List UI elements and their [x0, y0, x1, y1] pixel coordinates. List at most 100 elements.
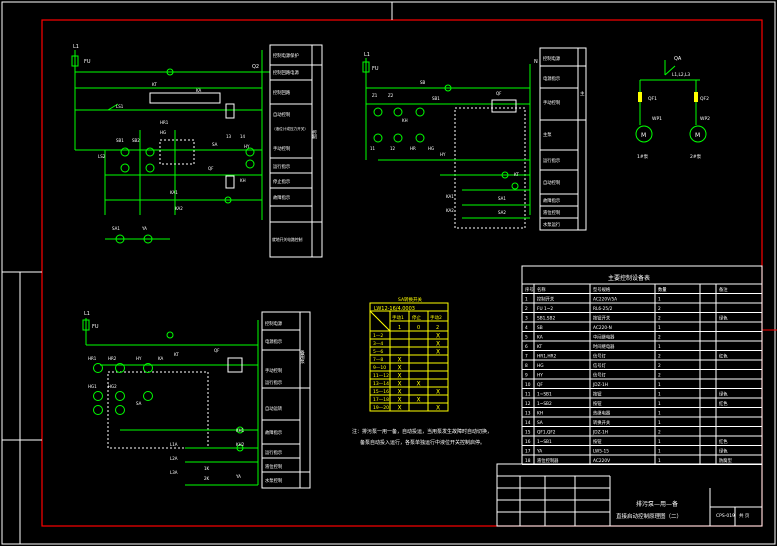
- legend-item: 水泵控制: [265, 477, 282, 484]
- device-label: SA1: [498, 196, 506, 201]
- table-cell: RL6-25/2: [593, 306, 613, 312]
- table-cell: 8: [525, 363, 528, 369]
- table-cell: 1: [658, 325, 661, 331]
- fuse-symbol: [362, 61, 370, 73]
- legend-box: [261, 311, 311, 489]
- table-cell: 按钮开关: [593, 315, 611, 322]
- legend-item: 电源指示: [543, 75, 561, 82]
- table-cell: 1: [658, 411, 661, 417]
- node-label-N: N: [534, 59, 538, 65]
- dashed-group: [454, 107, 526, 229]
- table-cell: 6: [525, 344, 528, 350]
- contact-pair: 19—20: [373, 405, 389, 411]
- relay-coil: [225, 175, 235, 189]
- contact-pair: 3—4: [373, 341, 383, 347]
- device-label: KT: [152, 82, 157, 87]
- motor-label: M: [641, 132, 646, 139]
- legend-item: 手动控制: [543, 99, 560, 106]
- device-label: SA1: [112, 226, 120, 231]
- legend-item: 自动运转: [265, 405, 283, 412]
- table-cell: 转换开关: [593, 419, 611, 426]
- table-cell: 信号灯: [593, 362, 607, 369]
- indicator-lamp: [245, 159, 255, 169]
- indicator-lamp: [236, 426, 244, 434]
- table-header-cell: 备注: [719, 286, 728, 293]
- device-label: 14: [240, 134, 246, 139]
- legend-item: 控制电源保护: [273, 52, 299, 59]
- device-label: KA: [196, 88, 202, 93]
- drawing-subtitle: 直接启动控制原理图（二）: [616, 512, 682, 520]
- breaker-label: QA: [674, 56, 682, 62]
- contact-mark: X: [436, 405, 440, 412]
- switch-subheader: 1: [398, 325, 401, 331]
- design-note: 注：排污泵一用一备，自动投运，当用泵发生故障时自动切换， 备泵自动投入运行，各泵…: [352, 428, 492, 446]
- contact-pair: 11—12: [373, 373, 389, 379]
- node-label-Q: Q2: [252, 64, 259, 70]
- indicator-lamp: [145, 147, 155, 157]
- indicator-lamp: [166, 68, 174, 76]
- table-cell: QF1,QF2: [537, 430, 556, 436]
- legend-item: 故障指示: [273, 194, 291, 201]
- table-cell: 18: [525, 458, 531, 464]
- indicator-lamp: [145, 163, 155, 173]
- legend-item: 控制电源: [543, 55, 561, 62]
- indicator-lamp: [393, 107, 403, 117]
- indicator-lamp: [93, 363, 103, 373]
- contact-mark: X: [398, 373, 402, 380]
- table-cell: AC220-N: [593, 325, 612, 331]
- legend-item: 液位控制: [265, 463, 282, 470]
- note-line: 备泵自动投入运行，各泵单独运行中液位开关控制启停。: [360, 439, 485, 446]
- contact-mark: X: [436, 389, 440, 396]
- indicator-lamp: [373, 107, 383, 117]
- table-cell: 5: [525, 335, 528, 341]
- switch-header: 停止: [412, 314, 421, 321]
- breaker-contact: [664, 65, 676, 76]
- device-label: HG2: [108, 384, 117, 389]
- table-cell: 红色: [719, 438, 728, 445]
- table-cell: SA: [537, 420, 543, 426]
- title-block: 排污泵—用—备 直接启动控制原理图（二） CPS-019 共 页: [496, 463, 763, 527]
- legend-item: 手动控制: [265, 367, 282, 374]
- table-cell: FU 1~2: [537, 306, 553, 312]
- device-label: 12: [390, 146, 396, 151]
- contact-mark: X: [436, 349, 440, 356]
- table-cell: 绿色: [719, 448, 728, 455]
- table-cell: JDZ-1H: [592, 430, 608, 436]
- legend-item: 控制回路: [273, 89, 291, 96]
- device-label: L2A: [170, 456, 178, 461]
- legend-box: [539, 47, 587, 231]
- device-label: 11: [370, 146, 376, 151]
- table-cell: 1: [658, 458, 661, 464]
- device-label: WP1: [652, 116, 662, 122]
- contact-mark: X: [398, 357, 402, 364]
- table-cell: SB: [537, 325, 543, 331]
- indicator-lamp: [415, 133, 425, 143]
- table-cell: SB1,SB2: [537, 316, 555, 322]
- table-cell: 9: [525, 373, 528, 379]
- device-label: KT: [174, 352, 179, 357]
- device-label: SB2: [132, 138, 140, 143]
- switch-contact: [107, 103, 119, 111]
- top-mid-circuit: L1 N FU Z1 Z2 SB SB1 KH 11 12 HR HG HY: [362, 47, 587, 231]
- fuse-symbol: [82, 319, 90, 331]
- contact-mark: X: [398, 397, 402, 404]
- device-label: L1A: [170, 442, 178, 447]
- equipment-table-title: 主要控制设备表: [608, 274, 650, 282]
- table-cell: 1: [658, 449, 661, 455]
- table-cell: 1: [658, 439, 661, 445]
- switch-table-caption: SA转换开关: [398, 296, 423, 303]
- node-label-L: L1: [73, 44, 79, 50]
- indicator-lamp: [236, 444, 244, 452]
- device-label: LS2: [98, 154, 106, 159]
- contact-pair: 9—10: [373, 365, 386, 371]
- table-cell: KA: [537, 335, 543, 341]
- device-label: KA1: [446, 194, 454, 199]
- device-label: KA2: [175, 206, 183, 211]
- legend-item: 停止指示: [273, 178, 291, 185]
- contact-pair: 13—14: [373, 381, 389, 387]
- device-label: HG1: [88, 384, 97, 389]
- device-label: WP2: [700, 116, 710, 122]
- device-label: YA: [141, 226, 147, 231]
